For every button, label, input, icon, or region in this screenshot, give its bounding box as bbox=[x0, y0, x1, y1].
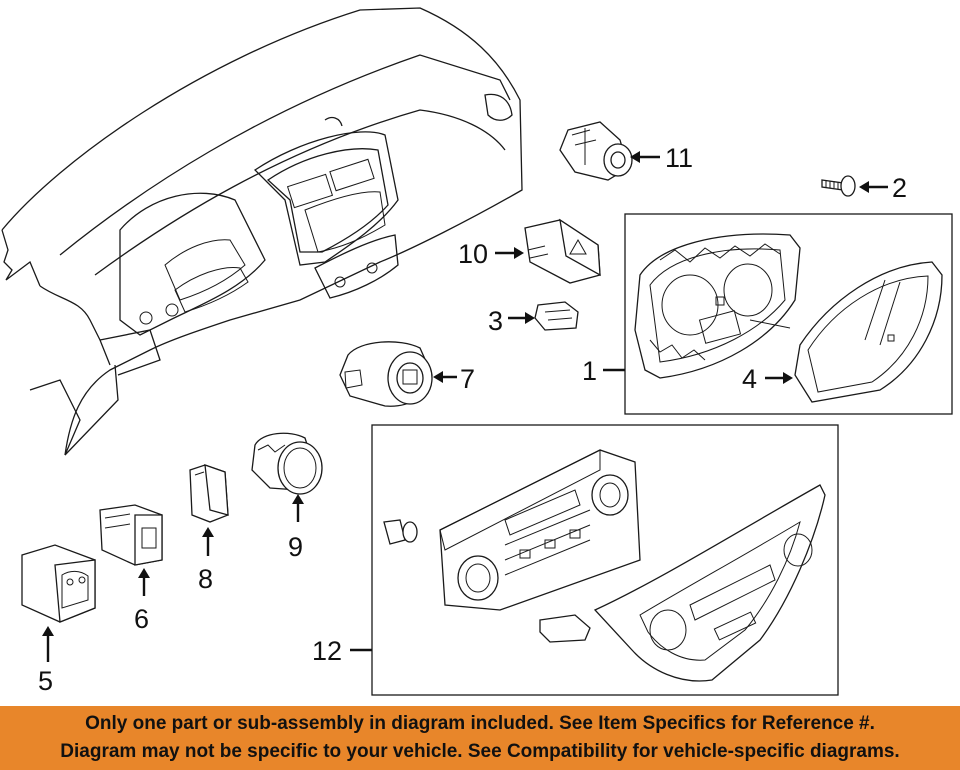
callout-1-label: 1 bbox=[582, 356, 597, 386]
part-8-switch bbox=[189, 464, 229, 523]
part-1-instrument-cluster bbox=[634, 233, 801, 379]
disclaimer-banner: Only one part or sub-assembly in diagram… bbox=[0, 706, 960, 770]
callout-5-label: 5 bbox=[38, 666, 53, 696]
callout-3-label: 3 bbox=[488, 306, 503, 336]
callout-2-label: 2 bbox=[892, 173, 907, 203]
part-4-cluster-lens bbox=[794, 261, 943, 403]
callout-4: 4 bbox=[742, 364, 793, 394]
callout-8: 8 bbox=[198, 527, 214, 594]
callout-4-label: 4 bbox=[742, 364, 757, 394]
callout-11-label: 11 bbox=[665, 143, 693, 173]
callout-6: 6 bbox=[134, 568, 150, 634]
part-11-socket bbox=[559, 121, 633, 181]
callout-2: 2 bbox=[859, 173, 907, 203]
callout-10: 10 bbox=[458, 239, 524, 269]
disclaimer-line-1: Only one part or sub-assembly in diagram… bbox=[85, 713, 875, 734]
callout-10-label: 10 bbox=[458, 239, 488, 269]
disclaimer-line-2: Diagram may not be specific to your vehi… bbox=[60, 741, 900, 762]
cluster-box bbox=[624, 213, 953, 415]
callout-12-label: 12 bbox=[312, 636, 342, 666]
callout-6-label: 6 bbox=[134, 604, 149, 634]
callout-5: 5 bbox=[38, 626, 54, 696]
part-3-clip bbox=[534, 301, 579, 331]
part-10-hazard-switch bbox=[524, 218, 601, 284]
callout-7-label: 7 bbox=[460, 364, 475, 394]
parts-diagram: 11 2 10 3 bbox=[1, 7, 953, 696]
callout-9: 9 bbox=[288, 494, 304, 562]
part-5-switch bbox=[21, 544, 96, 623]
part-7-start-switch bbox=[339, 341, 433, 407]
callout-7: 7 bbox=[433, 364, 475, 394]
callout-12: 12 bbox=[312, 636, 372, 666]
climate-box bbox=[371, 424, 839, 696]
part-6-switch bbox=[99, 504, 163, 566]
callout-11: 11 bbox=[630, 143, 693, 173]
callout-3: 3 bbox=[488, 306, 535, 336]
part-12-climate-control bbox=[383, 449, 826, 682]
part-9-knob bbox=[251, 432, 323, 495]
callout-8-label: 8 bbox=[198, 564, 213, 594]
dashboard-outline bbox=[1, 7, 523, 456]
callout-1: 1 bbox=[582, 356, 625, 386]
part-2-screw bbox=[821, 175, 856, 197]
callout-9-label: 9 bbox=[288, 532, 303, 562]
